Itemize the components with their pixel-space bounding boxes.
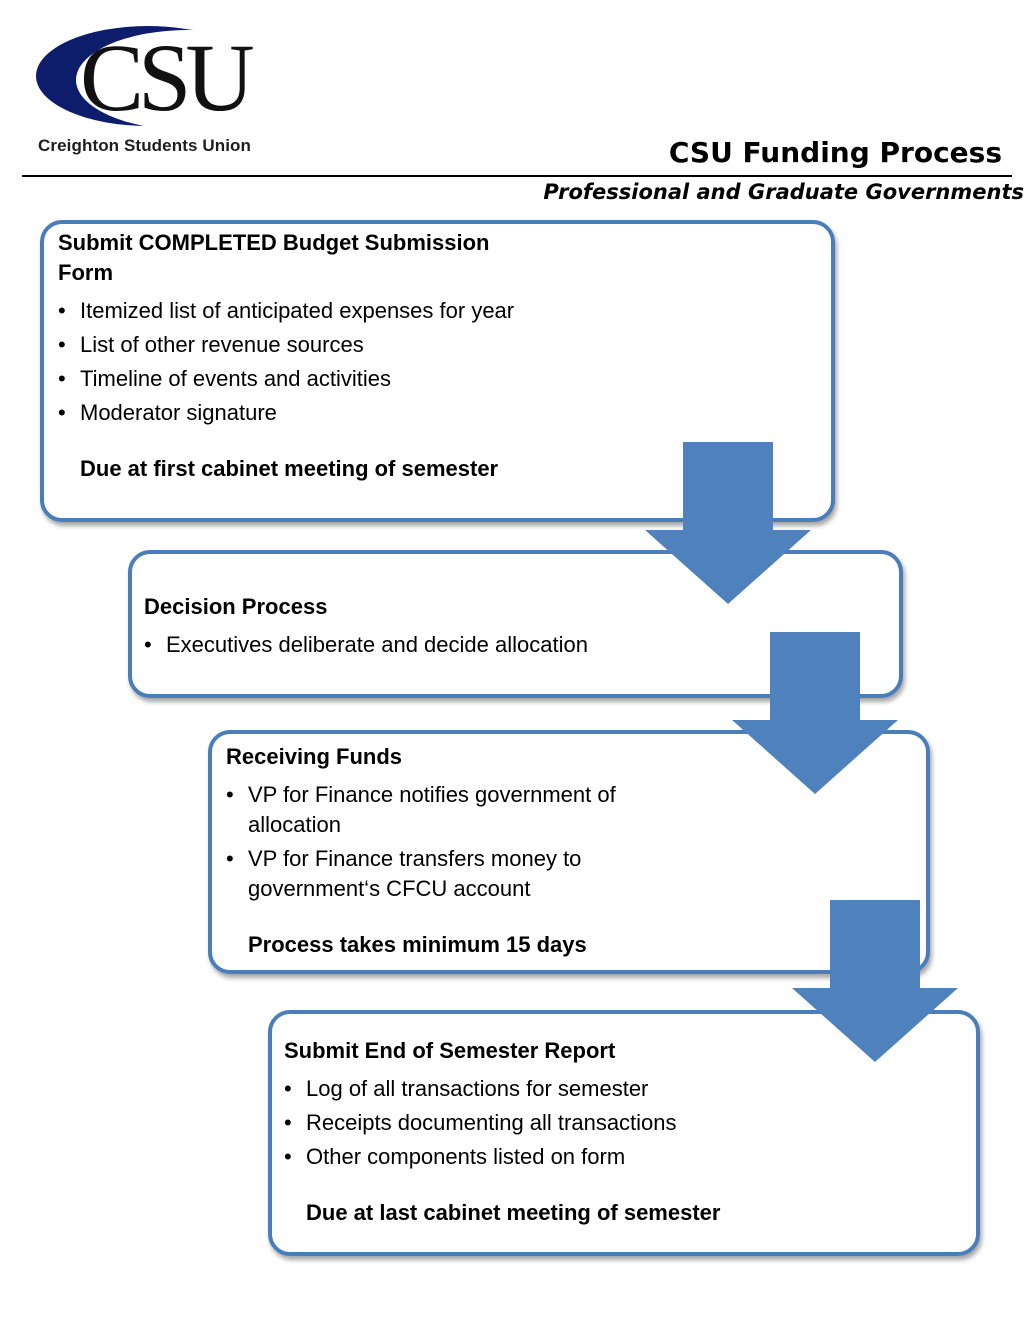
bullet-icon: • <box>226 846 234 871</box>
bullet-icon: • <box>58 298 66 323</box>
list-item: •Other components listed on form <box>284 1142 784 1172</box>
bullet-icon: • <box>58 332 66 357</box>
bullet-icon: • <box>284 1110 292 1135</box>
csu-logo: CSU <box>28 18 300 163</box>
down-arrow-icon <box>645 442 811 604</box>
step-end-of-semester-report: Submit End of Semester Report •Log of al… <box>268 1010 980 1256</box>
title-divider <box>22 175 1012 177</box>
step-bullets: •Log of all transactions for semester •R… <box>284 1074 784 1172</box>
page-title: CSU Funding Process <box>668 136 1002 169</box>
csu-logo-mark: CSU <box>36 24 300 131</box>
list-item: •Receipts documenting all transactions <box>284 1108 784 1138</box>
step-note: Process takes minimum 15 days <box>248 932 587 957</box>
bullet-icon: • <box>226 782 234 807</box>
bullet-icon: • <box>284 1144 292 1169</box>
logo-org-name: Creighton Students Union <box>38 136 251 155</box>
list-item: •Moderator signature <box>58 398 528 428</box>
step-bullets: •Executives deliberate and decide alloca… <box>144 630 784 660</box>
down-arrow-icon <box>792 900 958 1062</box>
bullet-icon: • <box>144 632 152 657</box>
step-title: Decision Process <box>144 594 328 619</box>
step-decision-process: Decision Process •Executives deliberate … <box>128 550 903 698</box>
list-item: •Timeline of events and activities <box>58 364 528 394</box>
logo-swoosh-cutout <box>76 30 300 130</box>
bullet-icon: • <box>58 366 66 391</box>
down-arrow-icon <box>732 632 898 794</box>
list-item: •Executives deliberate and decide alloca… <box>144 630 784 660</box>
step-note: Due at first cabinet meeting of semester <box>80 456 499 481</box>
bullet-icon: • <box>58 400 66 425</box>
list-item: •VP for Finance transfers money to gover… <box>226 846 582 901</box>
page-subtitle: Professional and Graduate Governments <box>543 180 1024 204</box>
bullet-icon: • <box>284 1076 292 1101</box>
list-item: •VP for Finance notifies government of a… <box>226 782 616 837</box>
step-bullets: •VP for Finance notifies government of a… <box>226 780 676 904</box>
list-item: •Log of all transactions for semester <box>284 1074 784 1104</box>
step-title: Receiving Funds <box>226 744 403 769</box>
step-title: Submit COMPLETED Budget Submission Form <box>58 230 490 285</box>
list-item: •List of other revenue sources <box>58 330 528 360</box>
step-note: Due at last cabinet meeting of semester <box>306 1200 721 1225</box>
step-bullets: •Itemized list of anticipated expenses f… <box>58 296 528 428</box>
list-item: •Itemized list of anticipated expenses f… <box>58 296 528 326</box>
step-title: Submit End of Semester Report <box>284 1038 616 1063</box>
logo-letters: CSU <box>80 24 253 131</box>
